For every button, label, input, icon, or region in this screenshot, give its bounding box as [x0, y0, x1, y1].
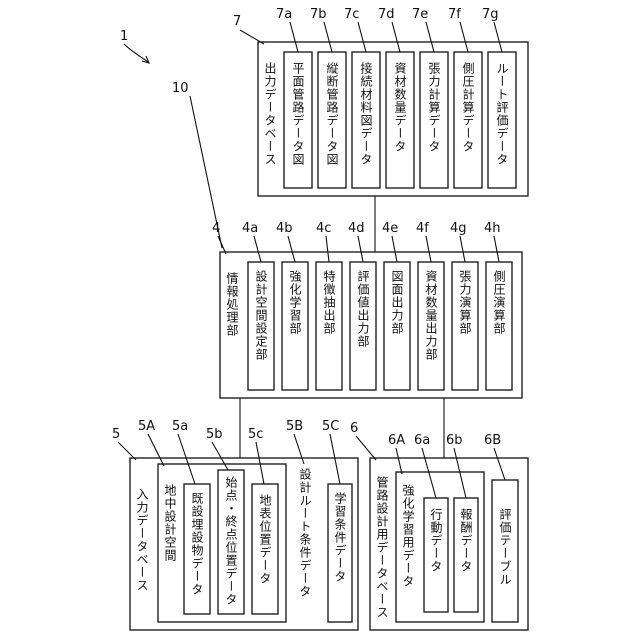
- output-item-ref: 7g: [482, 7, 499, 22]
- processing-item-label: 資材数量出力部: [424, 270, 438, 361]
- surface-position-label: 地表位置データ: [258, 494, 272, 585]
- processing-leader: [218, 236, 226, 254]
- output-item-label: ルート評価データ: [495, 62, 509, 166]
- processing-label: 情報処理部: [225, 272, 239, 337]
- output-item-label: 縦断管路データ図: [325, 62, 339, 166]
- action-data-ref: 6a: [414, 433, 430, 448]
- connection-ref: 10: [172, 81, 189, 96]
- learning-condition-ref: 5C: [322, 419, 339, 434]
- input-db-leader: [118, 442, 136, 460]
- start-end-label: 始点・終点位置データ: [224, 476, 238, 606]
- output-item-ref: 7c: [344, 7, 359, 22]
- processing-item-ref: 4e: [382, 221, 398, 236]
- existing-buried-label: 既設埋設物データ: [190, 492, 204, 596]
- output-item-ref: 7f: [448, 7, 461, 22]
- processing-item-label: 設計空間設定部: [254, 269, 268, 361]
- output-item-label: 平面管路データ図: [291, 62, 305, 166]
- processing-item-label: 評価値出力部: [356, 269, 370, 348]
- output-db-ref: 7: [233, 14, 241, 29]
- surface-position-ref: 5c: [248, 427, 263, 442]
- processing-item-label: 図面出力部: [390, 270, 404, 335]
- output-item-ref: 7d: [378, 7, 395, 22]
- output-item-ref: 7a: [276, 7, 292, 22]
- learning-condition-label: 学習条件データ: [333, 491, 347, 583]
- processing-item-label: 特徴抽出部: [322, 269, 336, 335]
- processing-item-ref: 4g: [450, 221, 467, 236]
- output-item-label: 張力計算データ: [427, 62, 441, 153]
- processing-item-ref: 4d: [348, 221, 365, 236]
- input-db-ref: 5: [112, 427, 120, 442]
- processing-item-label: 側圧演算部: [492, 270, 506, 335]
- system-ref: 1: [120, 29, 128, 44]
- output-item-label: 側圧計算データ: [461, 62, 475, 153]
- design-space-label: 地中設計空間: [163, 484, 177, 562]
- processing-item-ref: 4b: [276, 221, 293, 236]
- route-condition-ref: 5B: [286, 419, 303, 434]
- output-db-leader: [240, 30, 264, 44]
- processing-item-label: 張力演算部: [458, 270, 472, 335]
- reward-data-ref: 6b: [446, 433, 463, 448]
- processing-item-ref: 4f: [416, 221, 429, 236]
- processing-item-label: 強化学習部: [288, 270, 302, 335]
- route-condition-label: 設計ルート条件データ: [298, 467, 312, 598]
- rl-data-ref: 6A: [388, 433, 405, 448]
- processing-item-ref: 4h: [484, 221, 501, 236]
- pipe-db-label: 管路設計用データベース: [375, 475, 389, 619]
- rl-data-label: 強化学習用データ: [401, 484, 415, 588]
- processing-item-ref: 4a: [242, 221, 258, 236]
- output-db-label: 出力データベース: [263, 62, 277, 166]
- eval-table-label: 評価テーブル: [498, 507, 512, 586]
- design-space-ref: 5A: [138, 419, 155, 434]
- processing-item-ref: 4c: [316, 221, 331, 236]
- start-end-ref: 5b: [206, 427, 223, 442]
- action-data-label: 行動データ: [429, 508, 443, 573]
- existing-buried-ref: 5a: [172, 419, 188, 434]
- pipe-db-ref: 6: [350, 421, 358, 436]
- eval-table-ref: 6B: [484, 433, 501, 448]
- system-ref-arrow: [124, 44, 148, 62]
- input-db-label: 入力データベース: [135, 488, 149, 592]
- output-item-label: 接続材料図データ: [359, 61, 373, 166]
- output-item-label: 資材数量データ: [393, 62, 407, 153]
- pipe-db-leader: [356, 436, 376, 460]
- output-db-items: 平面管路データ図 7a 縦断管路データ図 7b 接続材料図データ 7c 資材数量…: [276, 7, 516, 188]
- output-item-ref: 7e: [412, 7, 428, 22]
- output-item-ref: 7b: [310, 7, 327, 22]
- reward-data-label: 報酬データ: [459, 508, 473, 573]
- processing-ref: 4: [212, 221, 220, 236]
